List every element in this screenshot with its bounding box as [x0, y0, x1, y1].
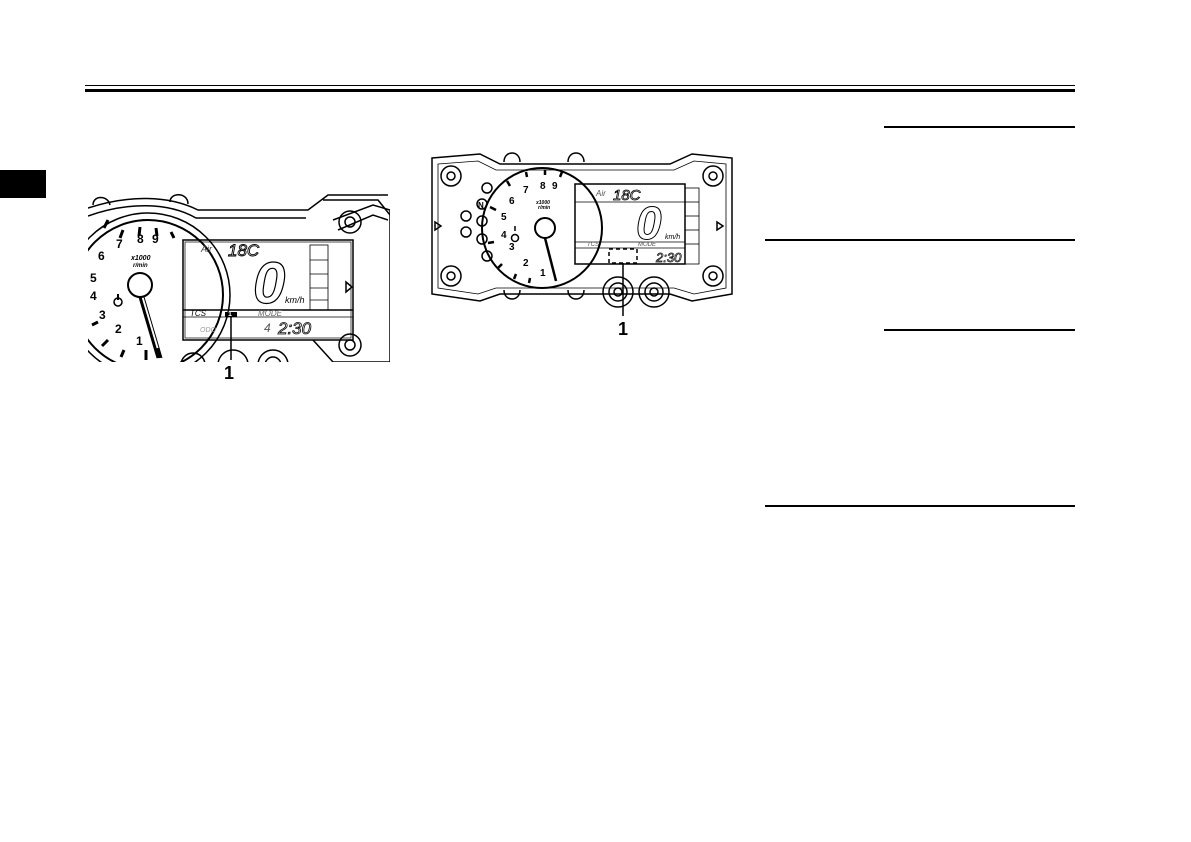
- dial-number: 3: [509, 242, 515, 253]
- dial-number: 3: [99, 308, 106, 322]
- tcs-value: 1: [228, 311, 232, 318]
- dial-number: 4: [501, 230, 507, 241]
- dial-number: 2: [115, 322, 122, 336]
- dial-number: 6: [98, 249, 105, 263]
- mode-label: MODE: [638, 242, 657, 248]
- air-label: Air: [200, 244, 213, 254]
- dial-number: 9: [552, 181, 558, 192]
- dial-number: 5: [90, 271, 97, 285]
- dial-number: 1: [136, 334, 143, 348]
- dial-number: 8: [137, 232, 144, 246]
- speed-unit: km/h: [285, 295, 305, 305]
- header-rule-thin: [85, 85, 1075, 86]
- rule-4: [765, 505, 1075, 507]
- callout-right: 1: [618, 319, 629, 339]
- dial-number: 9: [152, 232, 159, 246]
- dial-unit-1: x1000: [535, 200, 550, 206]
- clock-value: 2:30: [277, 319, 312, 338]
- speed-value: 0: [253, 251, 285, 316]
- dial-number: 4: [90, 289, 97, 303]
- rule-3: [884, 329, 1075, 331]
- air-value: 18C: [613, 187, 641, 204]
- neutral-indicator: N: [478, 201, 484, 210]
- callout-left: 1: [224, 363, 235, 383]
- gear-value: 4: [264, 321, 271, 335]
- rule-2: [765, 239, 1075, 241]
- dial-unit-2: r/min: [538, 205, 550, 211]
- figure-left-instrument-cluster: 0 km/h Air 18C TCS 1 MODE ODO 4 2:30 1 2…: [88, 194, 390, 362]
- speed-value: 0: [636, 197, 662, 249]
- mode-label: MODE: [258, 309, 283, 318]
- tcs-label: TCS: [587, 242, 599, 248]
- speed-unit: km/h: [665, 234, 680, 241]
- rule-1: [884, 126, 1075, 128]
- dial-number: 5: [501, 212, 507, 223]
- dial-number: 1: [540, 268, 546, 279]
- header-rule: [85, 89, 1075, 92]
- air-label: Air: [595, 189, 606, 198]
- odo-label: ODO: [200, 327, 217, 334]
- dial-number: 8: [540, 181, 546, 192]
- dial-number: 6: [509, 196, 515, 207]
- figure-right-instrument-cluster: Air 18C 0 km/h TCS MODE 2:30 N 1 2 3 4 5…: [431, 152, 733, 316]
- clock-value: 2:30: [655, 250, 682, 265]
- dial-number: 7: [116, 237, 123, 251]
- tcs-label: TCS: [190, 309, 207, 318]
- dial-unit-2: r/min: [133, 263, 148, 269]
- air-value: 18C: [228, 241, 260, 260]
- dial-number: 2: [523, 258, 529, 269]
- dial-unit-1: x1000: [130, 255, 151, 262]
- dial-number: 7: [523, 185, 529, 196]
- chapter-tab: [0, 170, 46, 198]
